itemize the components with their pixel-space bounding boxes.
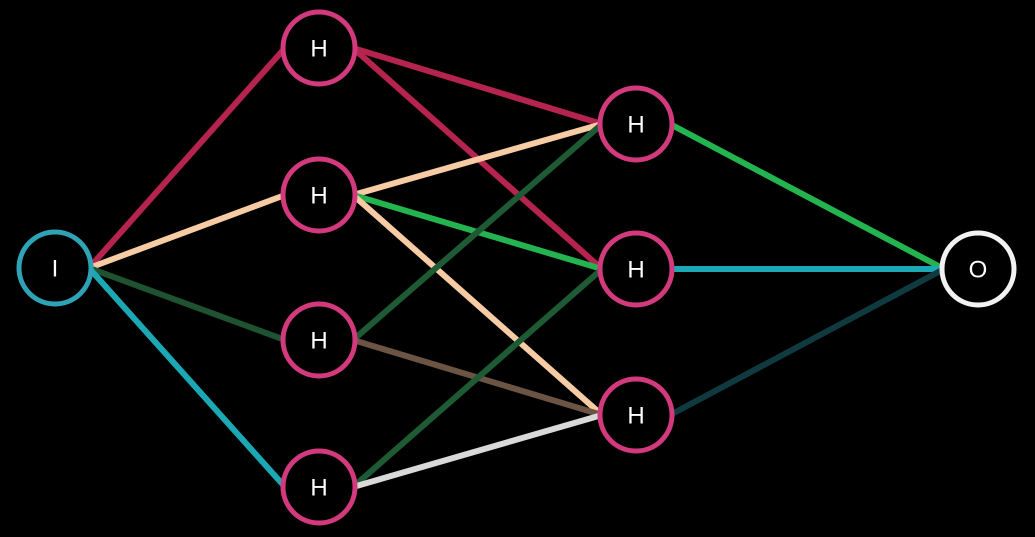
node-circle <box>597 376 675 454</box>
edge-h1b-h2a <box>350 121 605 198</box>
edge-h2a-o0 <box>667 121 947 272</box>
node-label: O <box>969 257 988 284</box>
node-circle <box>280 448 358 526</box>
node-circle <box>939 230 1017 308</box>
node-output-1: O <box>939 230 1017 308</box>
edge-h1d-h2b <box>350 266 605 490</box>
edge-h1a-h2a <box>350 45 605 127</box>
node-circle <box>16 229 94 307</box>
node-circle <box>280 301 358 379</box>
node-label: H <box>627 257 644 284</box>
node-circle <box>280 9 358 87</box>
node-hidden-2-1: H <box>597 85 675 163</box>
node-hidden-2-2: H <box>597 230 675 308</box>
edge-i0-h1a <box>86 45 288 271</box>
node-circle <box>597 85 675 163</box>
edge-h2c-o0 <box>667 266 947 418</box>
node-circle <box>280 156 358 234</box>
node-hidden-1-1: H <box>280 9 358 87</box>
node-label: H <box>310 183 327 210</box>
node-circle <box>597 230 675 308</box>
edge-i0-h1d <box>86 265 288 490</box>
node-hidden-1-2: H <box>280 156 358 234</box>
edge-i0-h1b <box>86 192 288 271</box>
edge-h1c-h2a <box>350 121 605 343</box>
node-layer: I H H H H H H H O <box>16 9 1017 526</box>
node-label: H <box>627 403 644 430</box>
node-label: H <box>310 475 327 502</box>
node-hidden-1-4: H <box>280 448 358 526</box>
edge-layer <box>86 45 947 490</box>
edge-h1b-h2c <box>350 192 605 418</box>
node-hidden-1-3: H <box>280 301 358 379</box>
node-hidden-2-3: H <box>597 376 675 454</box>
edge-i0-h1c <box>86 265 288 343</box>
node-label: H <box>310 328 327 355</box>
node-label: H <box>627 112 644 139</box>
node-input-1: I <box>16 229 94 307</box>
edge-h1d-h2c <box>350 412 605 490</box>
node-label: H <box>310 36 327 63</box>
node-label: I <box>52 256 59 283</box>
